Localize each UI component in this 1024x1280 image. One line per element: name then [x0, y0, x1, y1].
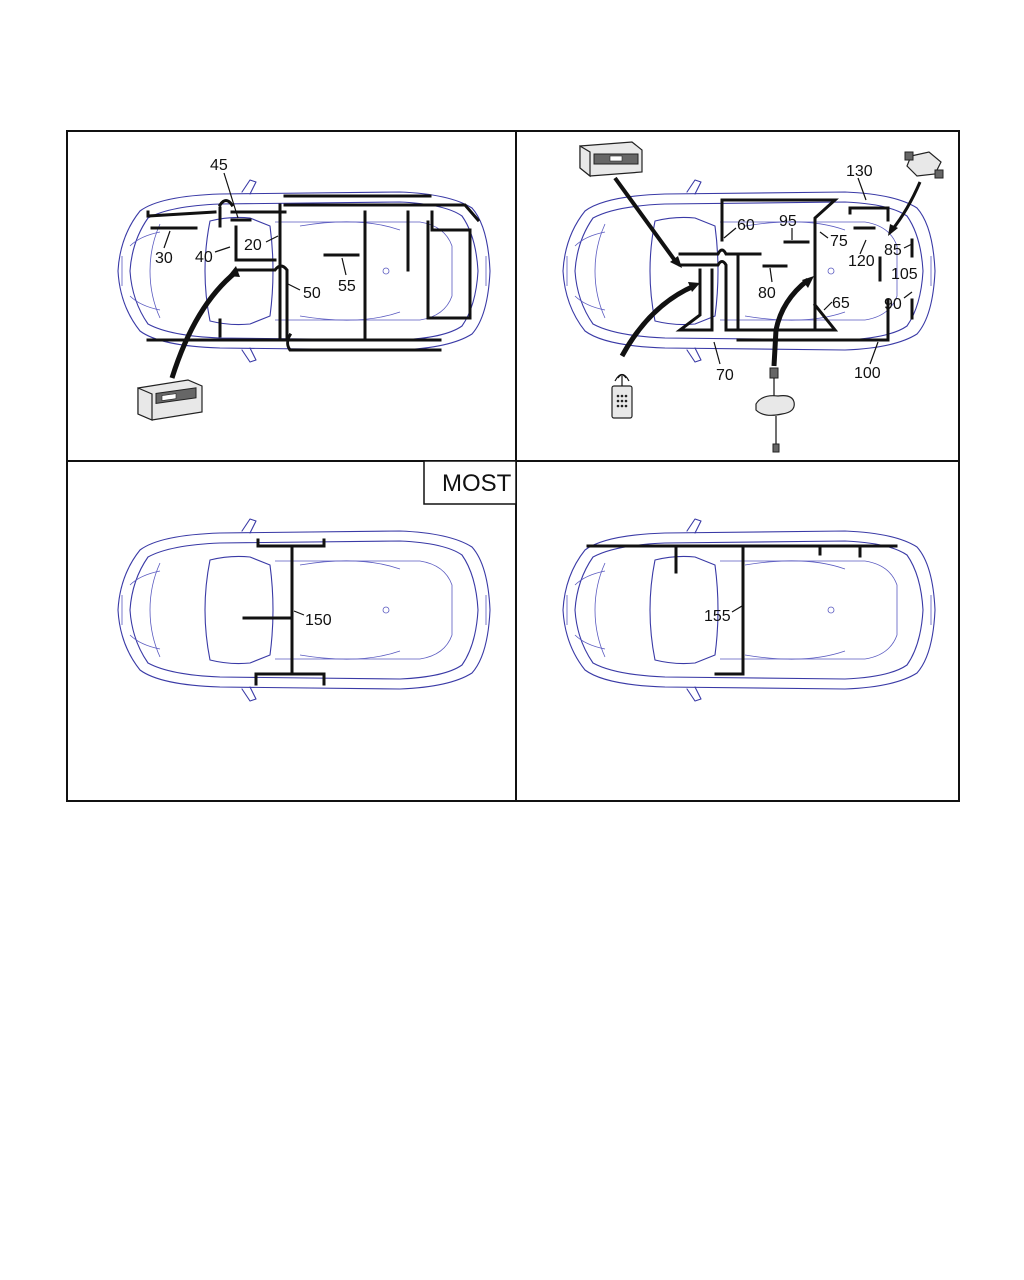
- callout-80: 80: [758, 285, 776, 302]
- arrow-from-antenna: [771, 278, 810, 367]
- leader-lines: [163, 172, 347, 291]
- arrow-from-connector: [890, 181, 922, 231]
- callout-75: 75: [830, 233, 848, 250]
- callout-60: 60: [737, 217, 755, 234]
- callout-95: 95: [779, 213, 797, 230]
- most-tag-box: [423, 460, 517, 505]
- callout-150: 150: [305, 612, 332, 629]
- harness-lines: [675, 198, 914, 342]
- most-tag: MOST: [442, 470, 512, 497]
- car-outline: [117, 179, 491, 363]
- callout-65: 65: [832, 295, 850, 312]
- panel-bottom-left: MOST 150: [117, 460, 517, 702]
- radio-head-unit-icon: [137, 379, 203, 421]
- callout-105: 105: [891, 266, 918, 283]
- panel-top-right: 60 95 75 130 85 120 105 80 65 90 70 100: [562, 141, 944, 453]
- connector-plug-icon: [904, 151, 944, 179]
- arrow-from-remote: [619, 283, 695, 358]
- leader-line: [293, 610, 305, 616]
- callout-130: 130: [846, 163, 873, 180]
- callout-90: 90: [884, 296, 902, 313]
- harness-lines: [242, 538, 326, 686]
- callout-55: 55: [338, 278, 356, 295]
- callout-20: 20: [244, 237, 262, 254]
- diagram-frame: [66, 130, 960, 802]
- callout-155: 155: [704, 608, 731, 625]
- harness-lines: [586, 544, 898, 676]
- radio-head-unit-icon: [579, 141, 643, 178]
- callout-50: 50: [303, 285, 321, 302]
- callout-70: 70: [716, 367, 734, 384]
- callout-85: 85: [884, 242, 902, 259]
- harness-lines: [146, 194, 481, 352]
- leader-line: [731, 605, 743, 613]
- leader-lines: [713, 177, 913, 365]
- antenna-module-icon: [755, 367, 795, 453]
- callout-45: 45: [210, 157, 228, 174]
- panel-bottom-right: 155: [562, 518, 936, 702]
- remote-control-icon: [611, 373, 633, 419]
- arrow-to-harness: [613, 176, 678, 264]
- arrow-to-head-unit: [169, 270, 238, 379]
- panel-top-left: 45 30 40 20 50 55: [117, 157, 491, 421]
- callout-120: 120: [848, 253, 875, 270]
- callout-30: 30: [155, 250, 173, 267]
- callout-40: 40: [195, 249, 213, 266]
- callout-100: 100: [854, 365, 881, 382]
